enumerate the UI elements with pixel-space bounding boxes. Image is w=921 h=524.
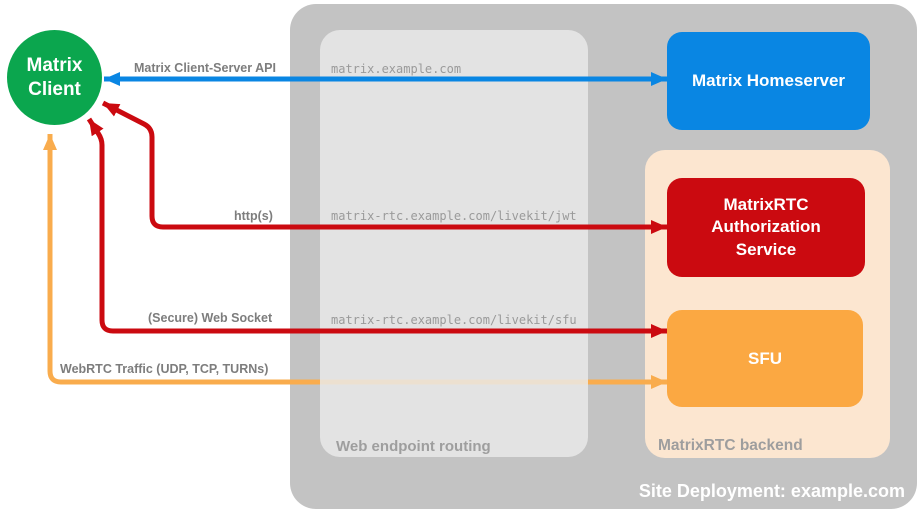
matrix-client-node: Matrix Client	[7, 30, 102, 125]
matrix-client-label-line1: Matrix	[26, 54, 83, 76]
sfu-label: SFU	[748, 348, 782, 368]
web-endpoint-routing-container	[320, 30, 588, 457]
endpoint-matrix-example-com: matrix.example.com	[331, 62, 462, 76]
sfu-node: SFU	[667, 310, 863, 407]
web-endpoint-routing-label: Web endpoint routing	[336, 438, 491, 455]
matrix-homeserver-node: Matrix Homeserver	[667, 32, 870, 130]
endpoint-livekit-jwt: matrix-rtc.example.com/livekit/jwt	[331, 209, 577, 223]
webrtc-edge-label: WebRTC Traffic (UDP, TCP, TURNs)	[60, 362, 269, 376]
websocket-edge-label: (Secure) Web Socket	[148, 311, 273, 325]
matrix-homeserver-label: Matrix Homeserver	[691, 71, 846, 90]
endpoint-livekit-sfu: matrix-rtc.example.com/livekit/sfu	[331, 313, 577, 327]
https-edge-label: http(s)	[234, 209, 273, 223]
site-deployment-label: Site Deployment: example.com	[638, 481, 905, 501]
matrix-client-label-line2: Client	[28, 78, 81, 100]
matrixrtc-authorization-service-label: MatrixRTC Authorization Service	[711, 195, 821, 259]
matrixrtc-authorization-service-node: MatrixRTC Authorization Service	[667, 178, 865, 277]
client-server-api-edge-label: Matrix Client-Server API	[134, 61, 276, 75]
matrixrtc-backend-label: MatrixRTC backend	[658, 437, 803, 454]
